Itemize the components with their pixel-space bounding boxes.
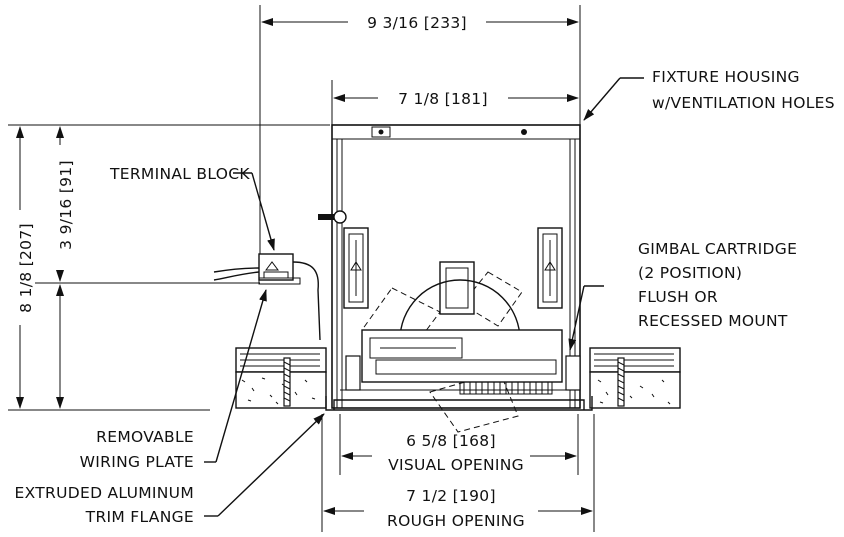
callout-trim-flange: EXTRUDED ALUMINUM TRIM FLANGE [15, 413, 325, 526]
callout-trim-flange-line1: EXTRUDED ALUMINUM [15, 484, 194, 502]
dim-vertical: 8 1/8 [207] 3 9/16 [91] [8, 124, 330, 411]
dim-rough-width-label: 7 1/2 [190] [406, 487, 496, 505]
callout-wiring-plate-line1: REMOVABLE [96, 428, 194, 446]
dim-rough-opening-label: ROUGH OPENING [387, 512, 525, 530]
callout-terminal-block-label: TERMINAL BLOCK [109, 165, 250, 183]
ceiling-right [589, 347, 681, 409]
left-spring-clip [343, 227, 369, 309]
dim-visual-width-label: 6 5/8 [168] [406, 432, 496, 450]
callout-fixture-housing-line2: w/VENTILATION HOLES [652, 94, 835, 112]
dim-upper-height-label: 3 9/16 [91] [57, 160, 75, 250]
dim-housing-width: 7 1/8 [181] [331, 80, 579, 125]
callout-gimbal-line4: RECESSED MOUNT [638, 312, 788, 330]
dim-overall-height-label: 8 1/8 [207] [17, 223, 35, 313]
callout-terminal-block: TERMINAL BLOCK [109, 165, 275, 251]
dim-housing-width-label: 7 1/8 [181] [398, 90, 488, 108]
dim-visual-opening-label: VISUAL OPENING [388, 456, 524, 474]
dim-overall-width-label: 9 3/16 [233] [367, 14, 467, 32]
callout-fixture-housing: FIXTURE HOUSING w/VENTILATION HOLES [583, 68, 835, 121]
callout-fixture-housing-line1: FIXTURE HOUSING [652, 68, 800, 86]
trim-flange [325, 389, 593, 411]
callout-wiring-plate: REMOVABLE WIRING PLATE [80, 289, 267, 471]
callout-wiring-plate-line2: WIRING PLATE [80, 453, 194, 471]
callout-gimbal-line3: FLUSH OR [638, 288, 718, 306]
dim-rough-opening: 7 1/2 [190] ROUGH OPENING [321, 414, 595, 532]
callout-gimbal-line1: GIMBAL CARTRIDGE [638, 240, 797, 258]
callout-gimbal-line2: (2 POSITION) [638, 264, 742, 282]
callout-gimbal: GIMBAL CARTRIDGE (2 POSITION) FLUSH OR R… [568, 240, 797, 351]
dim-visual-opening: 6 5/8 [168] VISUAL OPENING [339, 414, 579, 475]
terminal-block [213, 253, 321, 341]
callout-trim-flange-line2: TRIM FLANGE [85, 508, 194, 526]
gimbal-cartridge [345, 261, 581, 433]
right-spring-clip [537, 227, 563, 309]
dim-overall-width: 9 3/16 [233] [259, 5, 581, 260]
ceiling-left [235, 347, 327, 409]
